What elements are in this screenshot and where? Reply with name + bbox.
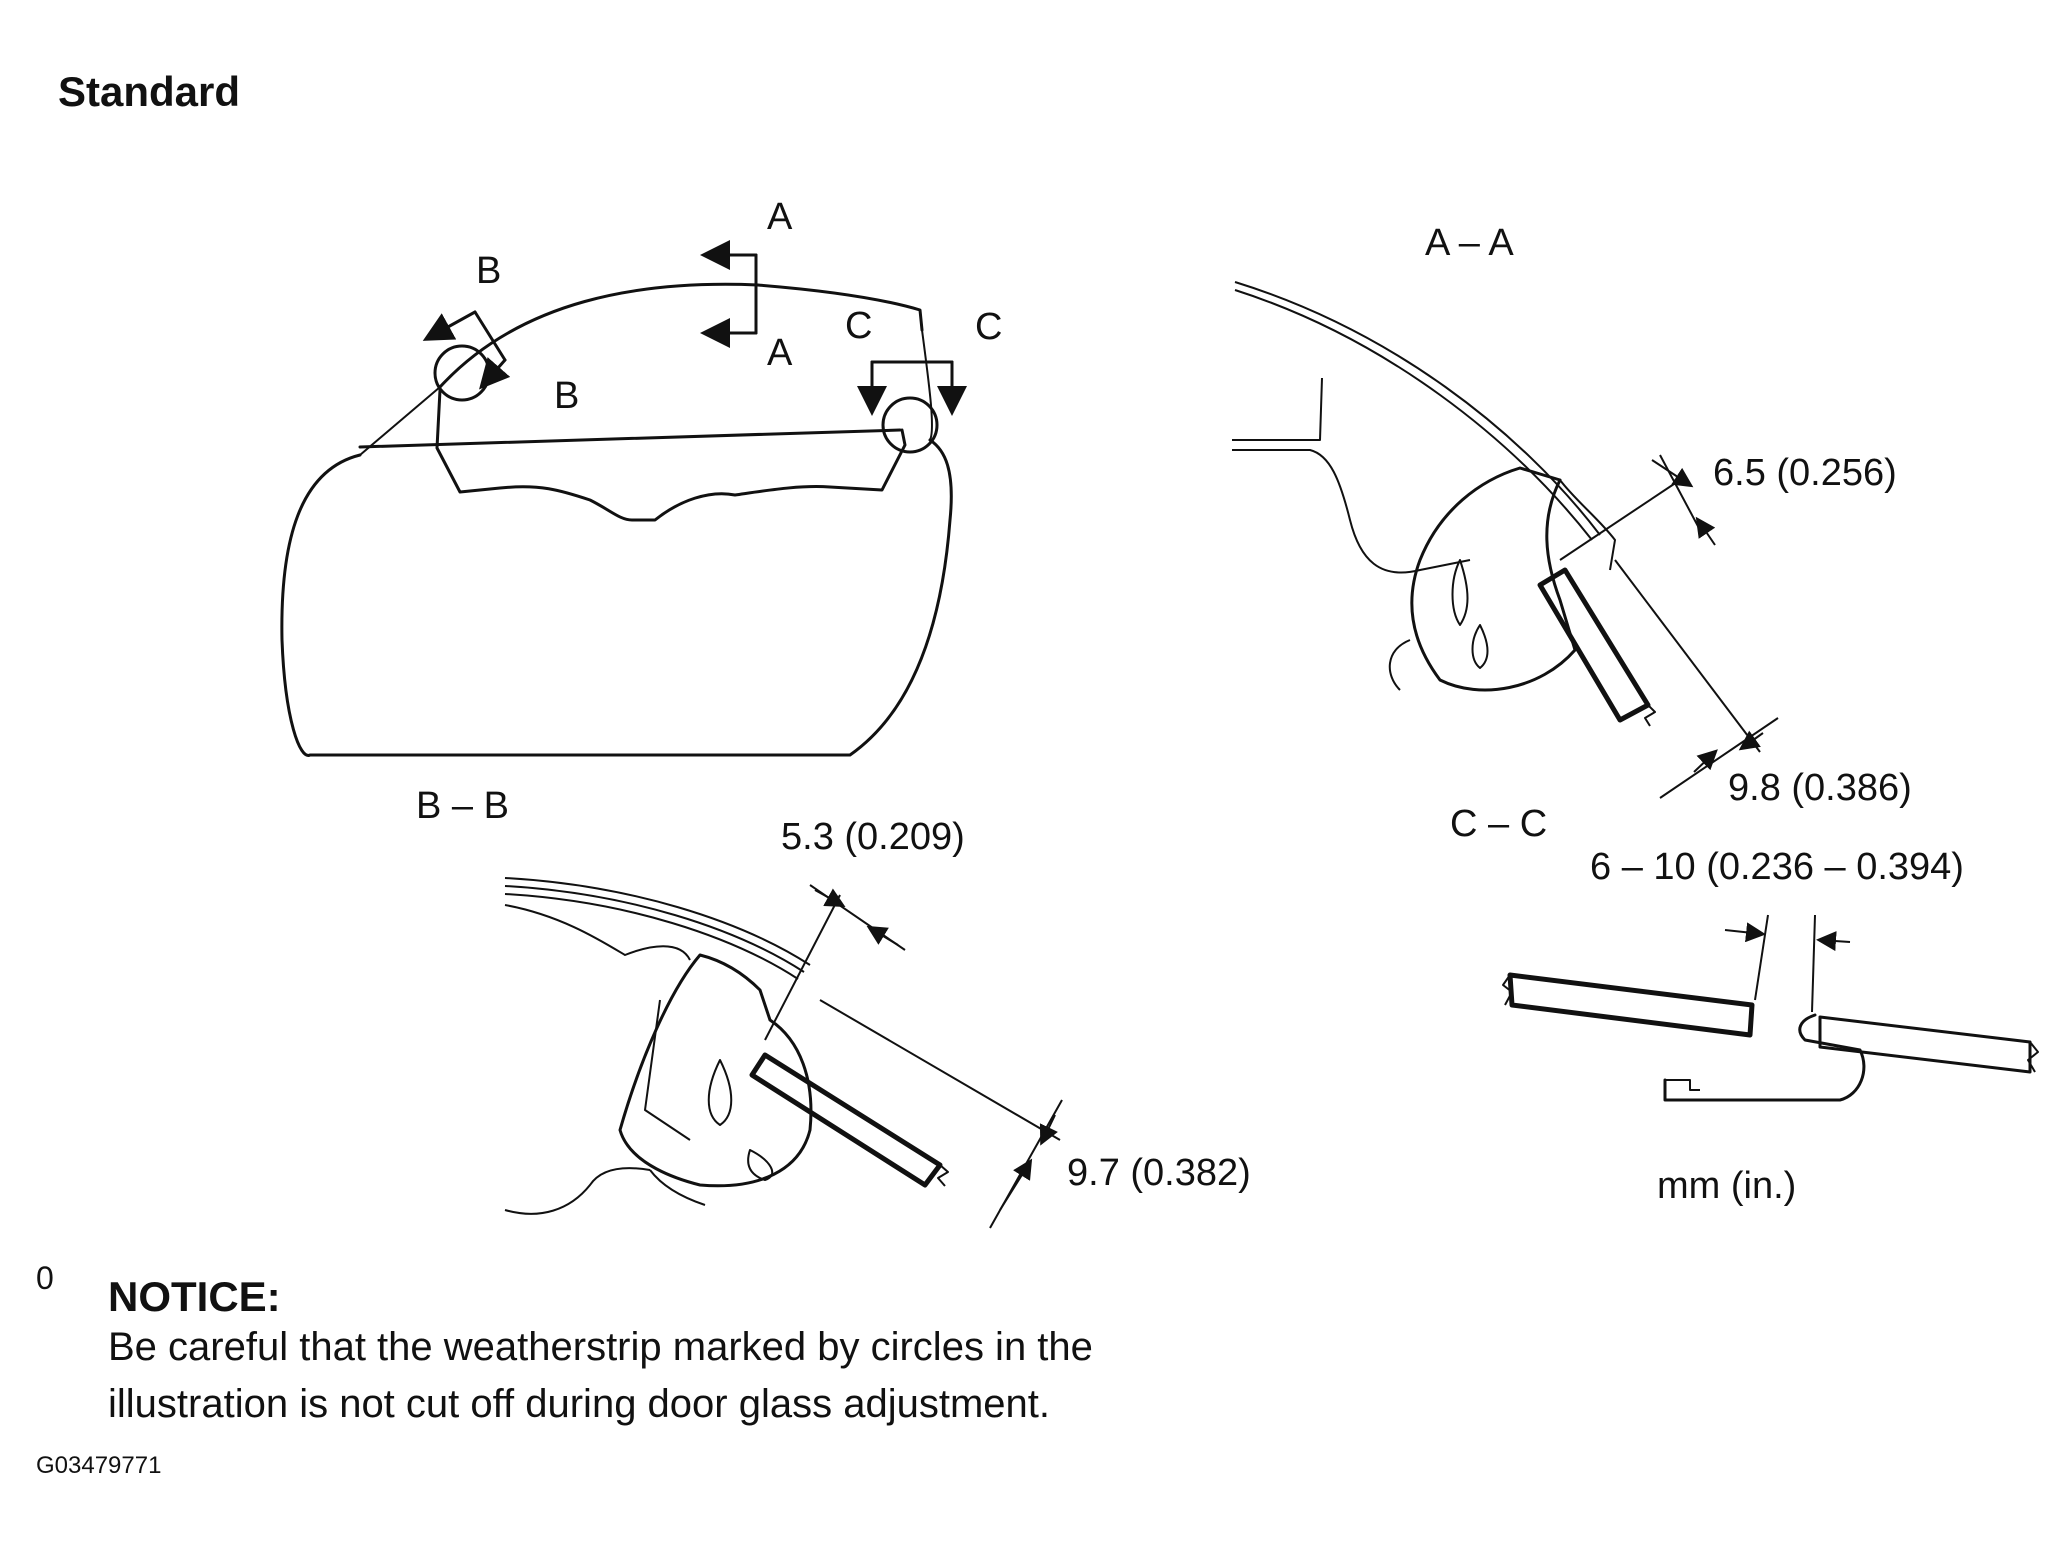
section-bb-title: B – B xyxy=(416,785,509,827)
weatherstrip-circle-c xyxy=(881,396,939,454)
weatherstrip-circle-b xyxy=(433,344,491,402)
section-cc-drawing xyxy=(1502,914,2039,1102)
section-bb-dim-top: 5.3 (0.209) xyxy=(781,816,965,858)
section-aa-dim-bottom: 9.8 (0.386) xyxy=(1728,767,1912,809)
section-label-a-top: A xyxy=(767,196,793,238)
section-bb-dim-bottom: 9.7 (0.382) xyxy=(1067,1152,1251,1194)
notice-line-1: Be careful that the weatherstrip marked … xyxy=(108,1325,1093,1369)
section-cc-title: C – C xyxy=(1450,803,1548,845)
section-bb-drawing xyxy=(504,877,1063,1229)
section-label-c-left: C xyxy=(845,305,873,347)
section-aa-dim-top: 6.5 (0.256) xyxy=(1713,452,1897,494)
page-title: Standard xyxy=(58,68,241,115)
section-label-c-right: C xyxy=(975,306,1003,348)
figure-code: G03479771 xyxy=(36,1452,162,1479)
door-glass-overview xyxy=(280,240,967,757)
section-aa-title: A – A xyxy=(1425,222,1514,264)
glass-top-line xyxy=(358,428,902,449)
section-label-b-top: B xyxy=(476,250,502,292)
section-label-a-bottom: A xyxy=(767,332,793,374)
glass-lower-edge xyxy=(435,388,907,522)
notice-title: NOTICE: xyxy=(108,1273,281,1320)
units-label: mm (in.) xyxy=(1657,1165,1797,1207)
notice-line-2: illustration is not cut off during door … xyxy=(108,1382,1050,1426)
section-label-b-bottom: B xyxy=(554,375,580,417)
window-frame-arch xyxy=(438,282,924,389)
notice-marker: 0 xyxy=(36,1260,54,1296)
section-cc-dim: 6 – 10 (0.236 – 0.394) xyxy=(1590,846,1964,888)
door-panel-outline xyxy=(280,438,953,757)
section-aa-drawing xyxy=(1232,281,1779,799)
